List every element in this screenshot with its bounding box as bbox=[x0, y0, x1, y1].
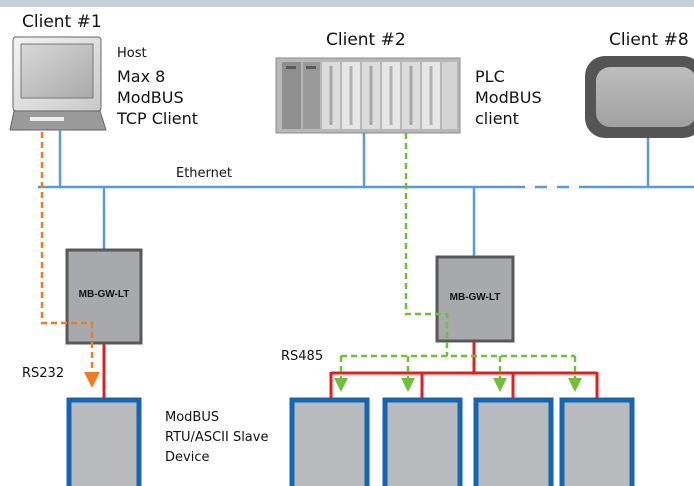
host-computer-icon bbox=[9, 36, 107, 131]
serial-lines bbox=[102, 341, 599, 400]
rs485-label: RS485 bbox=[281, 349, 324, 364]
gateway-left bbox=[65, 248, 143, 345]
plc-rack-icon bbox=[275, 57, 461, 134]
slave-devices bbox=[66, 397, 635, 486]
plc-data-path bbox=[339, 133, 577, 378]
host-label: Host bbox=[117, 46, 147, 61]
gateway-left-label: MB-GW-LT bbox=[78, 289, 130, 300]
host-path-arrow bbox=[84, 372, 100, 388]
slave-device-single bbox=[66, 397, 142, 486]
client-8-label: Client #8 bbox=[609, 30, 689, 50]
plc-path-arrows bbox=[334, 378, 582, 392]
slave-device-3 bbox=[473, 397, 554, 486]
slave-description: ModBUS RTU/ASCII Slave Device bbox=[165, 410, 269, 465]
host-description: Max 8 ModBUS TCP Client bbox=[117, 67, 199, 128]
slave-device-1 bbox=[289, 397, 370, 486]
gateway-right bbox=[435, 255, 515, 343]
plc-description: PLC ModBUS client bbox=[475, 67, 542, 128]
top-strip bbox=[0, 0, 694, 7]
client-1-label: Client #1 bbox=[22, 12, 102, 32]
slave-device-4 bbox=[559, 397, 635, 486]
slave-device-2 bbox=[382, 397, 463, 486]
ethernet-network bbox=[38, 130, 694, 257]
panel-device-icon bbox=[585, 56, 694, 138]
client-2-label: Client #2 bbox=[326, 30, 406, 50]
gateway-right-label: MB-GW-LT bbox=[449, 292, 501, 303]
ethernet-label: Ethernet bbox=[176, 166, 232, 181]
host-data-path bbox=[40, 132, 94, 372]
rs232-label: RS232 bbox=[22, 366, 65, 381]
